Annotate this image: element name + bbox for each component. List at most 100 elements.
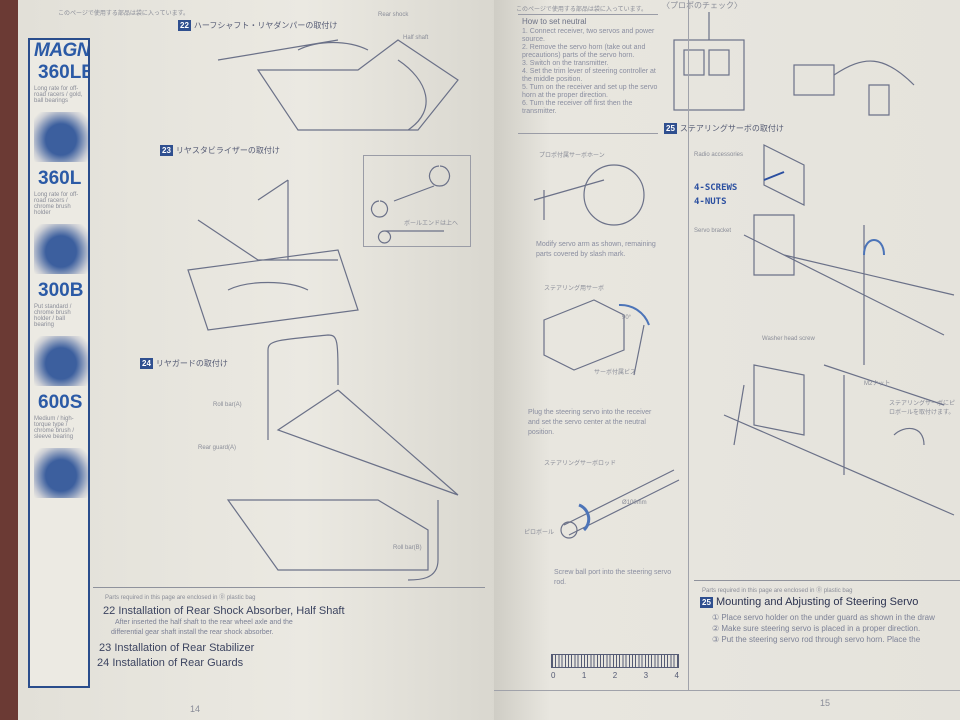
ruler-tick: 3 (643, 671, 649, 680)
servo-arm-title: プロポ付属サーボホーン (539, 153, 605, 159)
label: Washer head screw (762, 336, 815, 342)
label: Rear guard(A) (198, 445, 237, 451)
label: Roll bar(A) (213, 402, 242, 408)
instruction-detail: differential gear shaft install the rear… (111, 629, 274, 636)
servo-rod-title: ステアリングサーボロッド (544, 461, 617, 467)
ruler-tick: 0 (551, 671, 556, 680)
servo-arm-text: Modify servo arm as shown, remaining par… (536, 241, 656, 258)
instruction-item: ① Place servo holder on the under guard … (712, 613, 935, 622)
ruler: 0 1 2 3 4 (551, 654, 679, 680)
step-number: 24 (97, 657, 110, 669)
servo-arm-diagram (533, 164, 645, 226)
motor-image (34, 112, 88, 162)
step-title: ステアリングサーボの取付け (679, 124, 784, 133)
step-title: リヤスタビライザーの取付け (175, 146, 280, 155)
step-24-header: 24 リヤガードの取付け (140, 358, 228, 369)
steering-servo-title: ステアリング用サーボ (544, 286, 605, 292)
left-page: このページで使用する部品は袋に入っています。 MAGNUM 360LB Long… (18, 0, 496, 720)
neutral-step: 5. Turn on the receiver and set up the s… (522, 84, 658, 99)
label: ボールエンドは上へ (404, 221, 459, 227)
instruction-title: Mounting and Abjusting of Steering Servo (715, 596, 919, 608)
neutral-step: 2. Remove the servo horn (take out and p… (522, 44, 646, 59)
right-page: このページで使用する部品は袋に入っています。 〈プロポのチェック〉 How to… (494, 0, 960, 720)
servo-screw-label: サーボ付属ビス (594, 370, 637, 376)
propo-check-title: 〈プロポのチェック〉 (662, 1, 742, 10)
ruler-tick: 4 (674, 671, 679, 680)
neutral-box: How to set neutral 1. Connect receiver, … (518, 14, 658, 134)
rod-dimension: Ø100mm (622, 500, 647, 506)
neutral-title: How to set neutral (522, 17, 587, 26)
model-name: 600S (38, 392, 83, 413)
model-desc: Put standard / chrome brush holder / bal… (34, 304, 72, 328)
step-24-diagram (226, 334, 459, 581)
page-number: 14 (190, 704, 201, 714)
step-title: リヤガードの取付け (155, 359, 228, 368)
label: M2ナット (864, 381, 891, 387)
page-bottom-rule (494, 690, 960, 691)
motor-image (34, 448, 88, 498)
label: Radio accessories (694, 152, 744, 158)
instruction-item: ③ Put the steering servo rod through ser… (712, 635, 921, 644)
step-number: 22 (178, 20, 191, 31)
step-number: 23 (160, 145, 173, 156)
step-number: 25 (700, 597, 713, 608)
neutral-step: 6. Turn the receiver off first then the … (522, 100, 633, 115)
page-number: 15 (820, 698, 831, 708)
step-number: 23 (99, 642, 112, 654)
parts-note: Parts required in this page are enclosed… (105, 595, 256, 601)
instruction-25: 25 Mounting and Abjusting of Steering Se… (700, 596, 918, 608)
model-name: 360LB (38, 62, 90, 83)
column-divider (688, 0, 689, 690)
steering-servo-text: Plug the steering servo into the receive… (528, 409, 652, 436)
servo-rod-text: Screw ball port into the steering servo … (554, 569, 672, 586)
instruction-23: 23 Installation of Rear Stabilizer (99, 642, 254, 654)
instruction-24: 24 Installation of Rear Guards (97, 657, 243, 669)
label: ステアリングサーボにピロボールを取付けます。 (889, 401, 956, 416)
transmitter-diagram (673, 12, 915, 116)
model-desc: Long rate for off-road racers / chrome b… (34, 192, 79, 216)
step-number: 22 (103, 605, 116, 617)
brand-title: MAGNUM (34, 40, 90, 61)
instructions-box: Parts required in this page are enclosed… (93, 587, 485, 692)
top-note: このページで使用する部品は袋に入っています。 (58, 11, 189, 17)
top-note: このページで使用する部品は袋に入っています。 (516, 7, 647, 13)
label: Roll bar(B) (393, 545, 422, 551)
servo-rod-diagram (560, 469, 680, 539)
step-25-header: 25 ステアリングサーボの取付け (664, 123, 784, 134)
step-22-header: 22 ハーフシャフト・リヤダンパーの取付け (178, 20, 337, 31)
steering-servo-diagram (543, 299, 650, 376)
instructions-box: Parts required in this page are enclosed… (694, 580, 960, 650)
model-desc: Long rate for off-road racers / gold, ba… (34, 86, 83, 104)
neutral-step: 3. Switch on the transmitter. (522, 60, 609, 67)
angle-label: 90° (622, 315, 632, 321)
neutral-step: 4. Set the trim lever of steering contro… (522, 68, 656, 83)
inset-ball-end: ボールエンドは上へ (363, 155, 471, 247)
step-25-diagram (723, 144, 955, 516)
motor-image (34, 336, 88, 386)
instruction-22: 22 Installation of Rear Shock Absorber, … (103, 605, 345, 617)
handwritten-note: 4-SCREWS (694, 183, 738, 193)
step-number: 24 (140, 358, 153, 369)
step-number: 25 (664, 123, 677, 134)
pillow-ball-label: ピロボール (524, 530, 555, 536)
label: Half shaft (403, 35, 429, 41)
model-desc: Medium / high-torque type / chrome brush… (34, 416, 75, 440)
instruction-text: Installation of Rear Stabilizer (114, 642, 255, 654)
motor-image (34, 224, 88, 274)
step-22-diagram (217, 39, 459, 131)
model-name: 360L (38, 168, 82, 189)
parts-note: Parts required in this page are enclosed… (702, 588, 853, 594)
step-23-diagram (187, 179, 359, 331)
instruction-text: Installation of Rear Guards (112, 657, 244, 669)
ruler-tick: 2 (612, 671, 618, 680)
ruler-tick: 1 (581, 671, 587, 680)
model-name: 300B (38, 280, 84, 301)
step-23-header: 23 リヤスタビライザーの取付け (160, 145, 280, 156)
handwritten-note: 4-NUTS (694, 197, 727, 207)
step-title: ハーフシャフト・リヤダンパーの取付け (193, 21, 338, 30)
label: Servo bracket (694, 228, 732, 234)
instruction-detail: After inserted the half shaft to the rea… (115, 619, 293, 626)
label: Rear shock (378, 12, 409, 18)
motor-sidebar: MAGNUM 360LB Long rate for off-road race… (28, 38, 90, 688)
neutral-step: 1. Connect receiver, two servos and powe… (522, 28, 655, 43)
